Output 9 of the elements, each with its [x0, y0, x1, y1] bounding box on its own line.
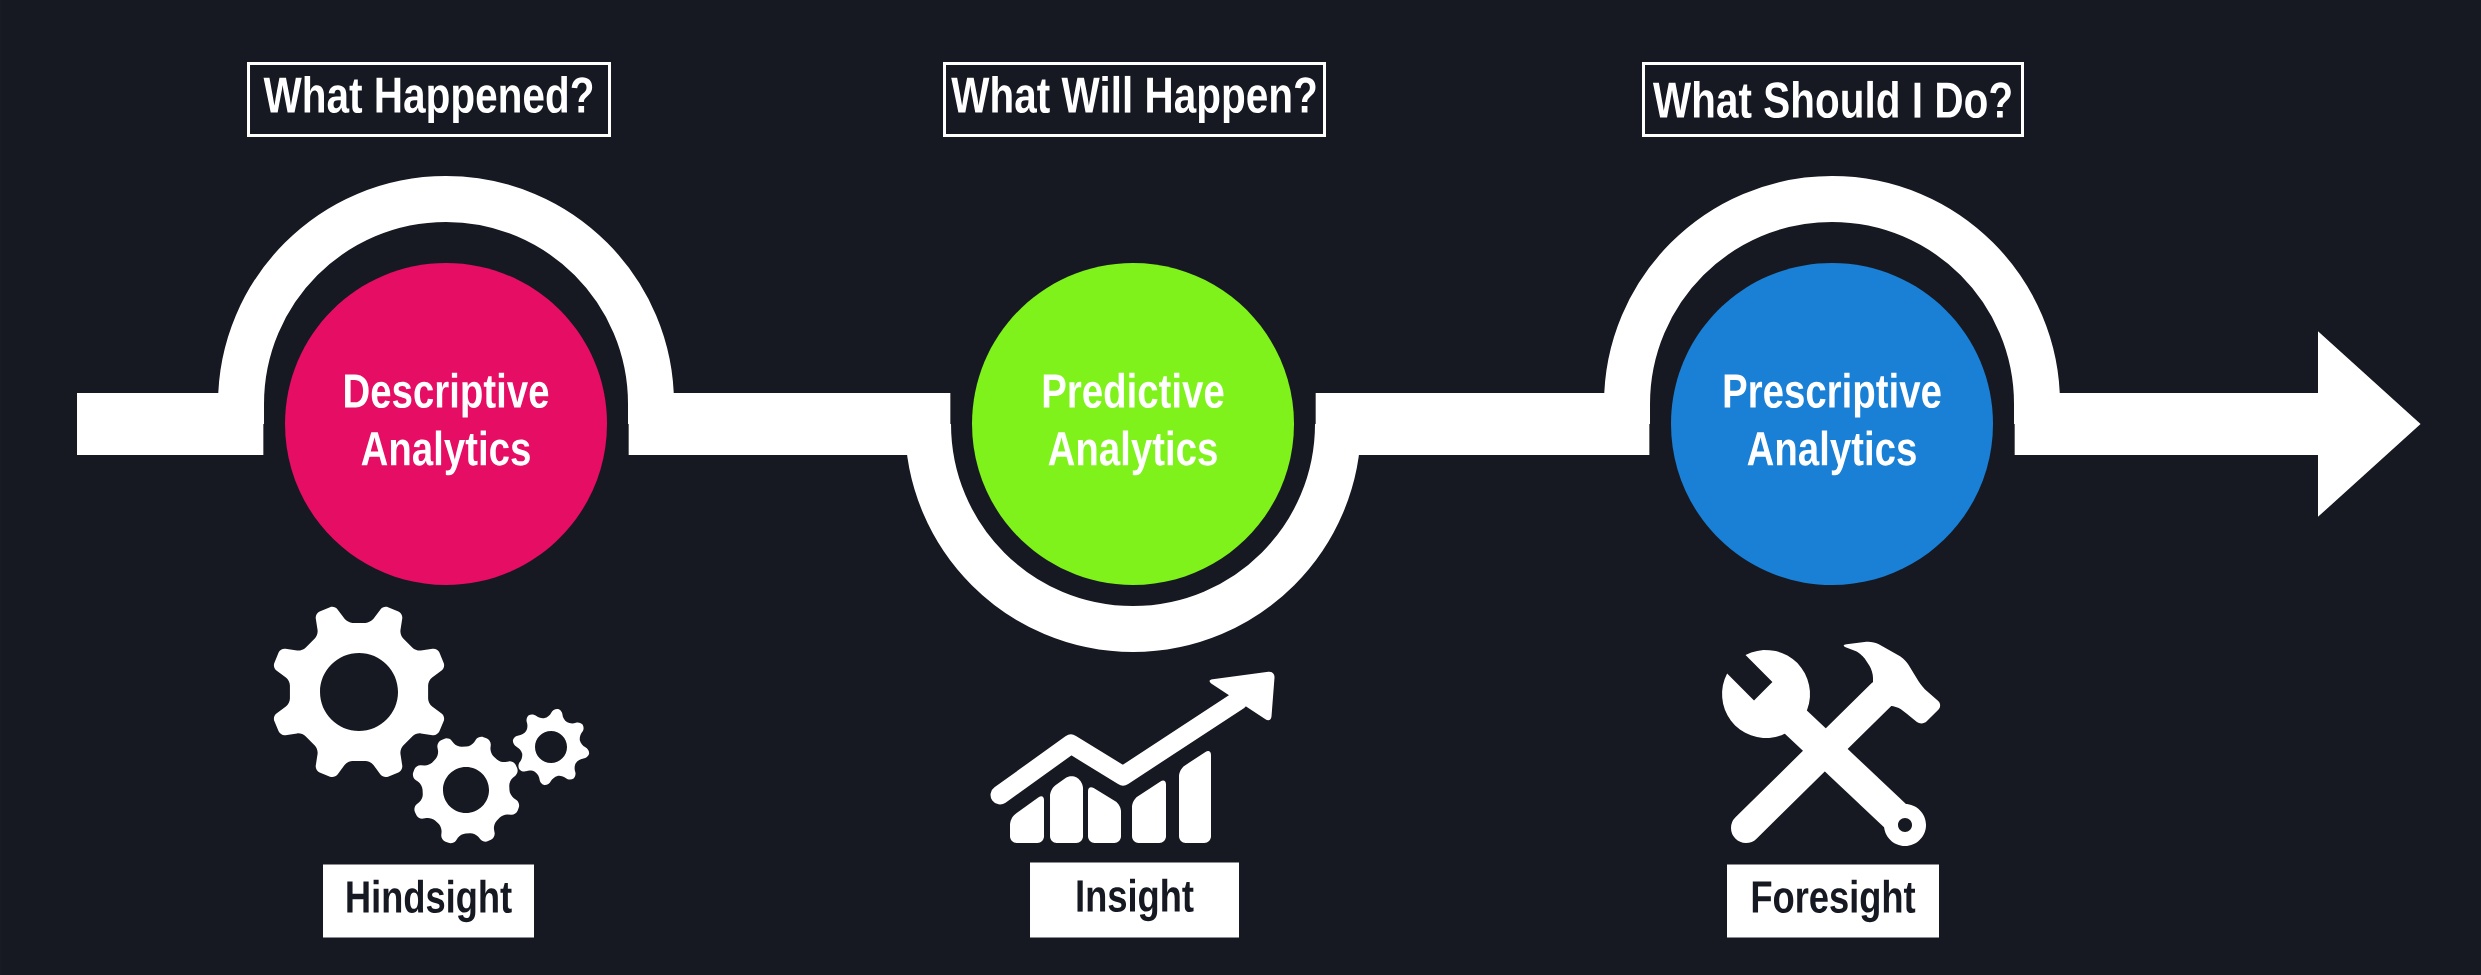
connector-band — [1315, 393, 1650, 455]
question-box: What Will Happen? — [943, 62, 1326, 137]
label-box: Hindsight — [323, 864, 534, 938]
connector-band — [77, 393, 264, 455]
label-box: Foresight — [1727, 864, 1939, 938]
label-box: Insight — [1030, 862, 1239, 938]
connector-band — [628, 393, 951, 455]
question-box: What Should I Do? — [1642, 62, 2024, 137]
question-box: What Happened? — [247, 62, 611, 137]
